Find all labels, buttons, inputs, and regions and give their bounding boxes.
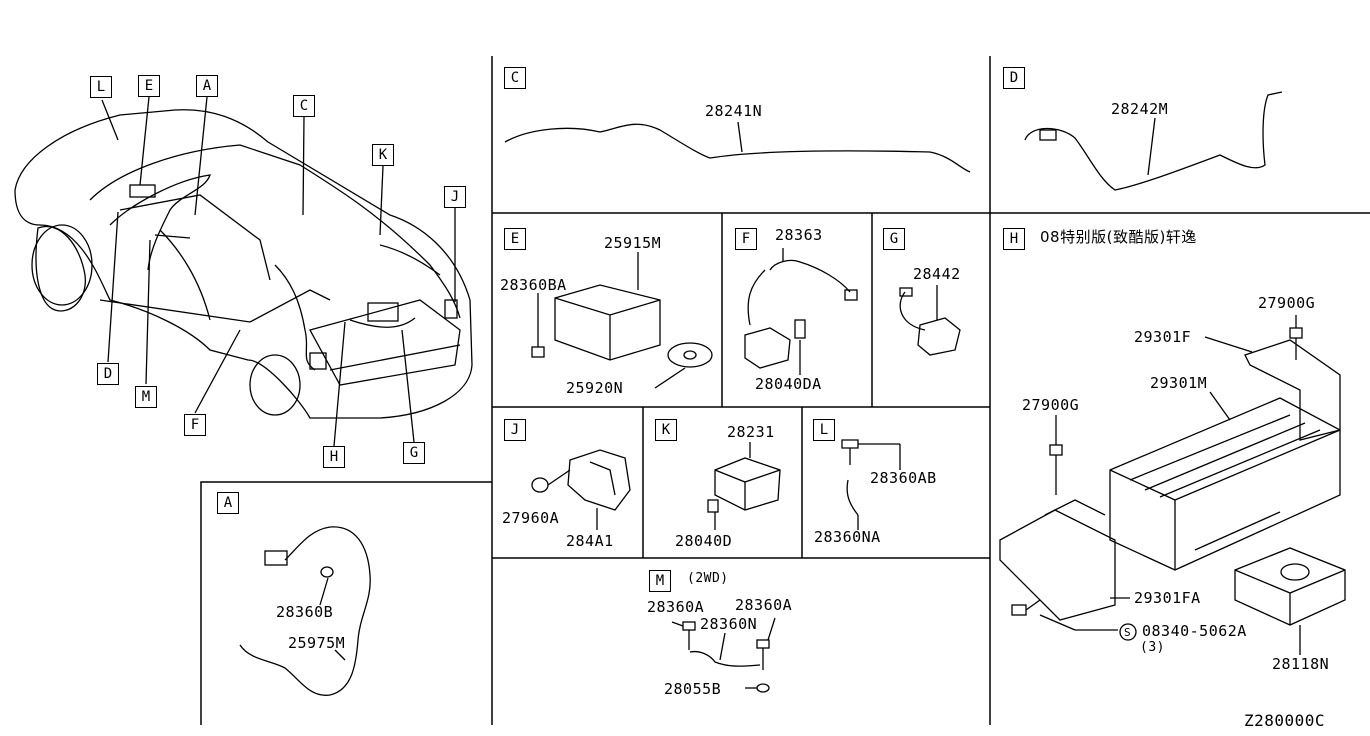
part-27960a: 27960A [502,509,560,527]
part-28360ab: 28360AB [870,469,937,487]
callout-j: J [444,186,466,208]
s-mark: S [1124,626,1132,639]
part-28055b: 28055B [664,680,722,698]
callout-l: L [90,76,112,98]
part-28442: 28442 [913,265,961,283]
panel-c-label: C [504,67,526,89]
callout-f: F [184,414,206,436]
part-28360ba: 28360BA [500,276,567,294]
callout-k: K [372,144,394,166]
callout-c: C [293,95,315,117]
part-284a1: 284A1 [566,532,614,550]
callout-a: A [196,75,218,97]
qty-3: (3) [1140,640,1165,655]
part-25915m: 25915M [604,234,662,252]
panel-l-label: L [813,419,835,441]
part-28360na: 28360NA [814,528,881,546]
part-29301fa: 29301FA [1134,589,1201,607]
callout-e: E [138,75,160,97]
panel-g-label: G [883,228,905,250]
part-08340-5062a: 08340-5062A [1142,622,1247,640]
part-29301m: 29301M [1150,374,1208,392]
part-28040da: 28040DA [755,375,822,393]
panel-m-note: (2WD) [687,571,729,586]
callout-d: D [97,363,119,385]
callout-m: M [135,386,157,408]
panel-f-label: F [735,228,757,250]
part-28360a-right: 28360A [735,596,793,614]
panel-e-label: E [504,228,526,250]
panel-a-label: A [217,492,239,514]
part-28241n: 28241N [705,102,763,120]
part-25920n: 25920N [566,379,624,397]
part-27900g-left: 27900G [1022,396,1080,414]
part-28363: 28363 [775,226,823,244]
panel-k-label: K [655,419,677,441]
panel-h-title: 08特别版(致酷版)轩逸 [1040,228,1197,246]
part-28231: 28231 [727,423,775,441]
part-27900g-top: 27900G [1258,294,1316,312]
panel-j-label: J [504,419,526,441]
part-25975m: 25975M [288,634,346,652]
part-28118n: 28118N [1272,655,1330,673]
part-29301f: 29301F [1134,328,1192,346]
part-28360b: 28360B [276,603,334,621]
part-28360n: 28360N [700,615,758,633]
callout-g: G [403,442,425,464]
part-28040d: 28040D [675,532,733,550]
callout-h: H [323,446,345,468]
part-28360a-left: 28360A [647,598,705,616]
part-28242m: 28242M [1111,100,1169,118]
panel-m-label: M [649,570,671,592]
drawing-code: Z280000C [1244,711,1326,730]
panel-d-label: D [1003,67,1025,89]
panel-h-label: H [1003,228,1025,250]
